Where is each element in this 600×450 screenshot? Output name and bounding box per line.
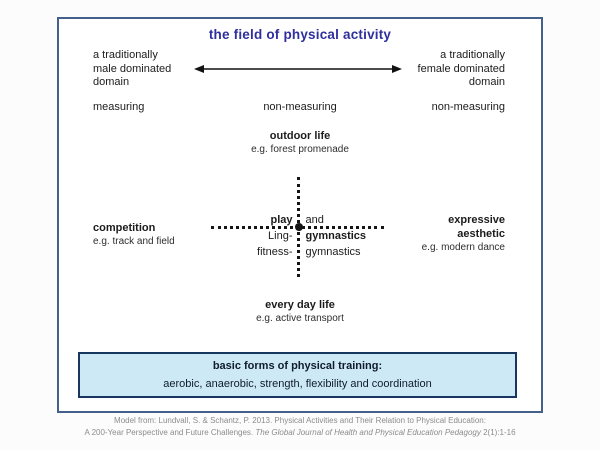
caption-journal-name: The Global Journal of Health and Physica… — [255, 427, 481, 437]
caption-line-2-prefix: A 200-Year Perspective and Future Challe… — [84, 427, 256, 437]
female-pole-line-3: domain — [468, 76, 505, 88]
diagram-title: the field of physical activity — [208, 27, 392, 42]
outdoor-life-example: e.g. forest promenade — [251, 144, 349, 155]
expressive-example: e.g. modern dance — [421, 242, 505, 253]
axis-intersection-dot — [295, 223, 303, 231]
expressive-label-line-1: expressive — [448, 214, 505, 226]
training-box-title: basic forms of physical training: — [212, 360, 383, 372]
male-pole-line-1: a traditionally — [93, 49, 158, 61]
competition-example: e.g. track and field — [93, 236, 175, 247]
training-box-content: aerobic, anaerobic, strength, flexibilit… — [163, 378, 432, 390]
and-label: and — [305, 214, 324, 226]
outdoor-life-label: outdoor life — [269, 130, 331, 142]
source-caption: Model from: Lundvall, S. & Schantz, P. 2… — [0, 415, 600, 438]
female-pole-line-2: female dominated — [417, 62, 505, 75]
male-pole-line-2: male dominated — [93, 62, 172, 75]
male-pole-line-3: domain — [93, 76, 130, 88]
expressive-label-line-2: aesthetic — [457, 228, 505, 240]
non-measuring-right-label: non-measuring — [431, 101, 505, 113]
fitness-gymnastics-label: gymnastics — [305, 246, 361, 258]
expressive-aesthetic-block: expressive aesthetic e.g. modern dance — [422, 213, 505, 255]
basic-training-box: basic forms of physical training: aerobi… — [78, 352, 517, 398]
competition-block: competition e.g. track and field — [93, 221, 175, 249]
ling-gymnastics-label: gymnastics — [305, 230, 367, 242]
everyday-life-block: every day life e.g. active transport — [59, 298, 541, 326]
everyday-life-label: every day life — [265, 299, 335, 311]
double-headed-arrow-icon — [194, 65, 402, 73]
competition-label: competition — [93, 222, 156, 234]
outdoor-life-block: outdoor life e.g. forest promenade — [59, 129, 541, 157]
female-dominated-pole: a traditionally female dominated domain — [418, 49, 505, 90]
caption-line-1: Model from: Lundvall, S. & Schantz, P. 2… — [114, 416, 486, 425]
male-dominated-pole: a traditionally male dominated domain — [93, 49, 171, 90]
caption-volume-pages: 2(1):1-16 — [480, 427, 516, 437]
fitness-label: fitness- — [257, 246, 293, 258]
ling-label: Ling- — [268, 230, 293, 242]
diagram-frame: the field of physical activity a traditi… — [57, 17, 543, 413]
play-label: play — [270, 214, 293, 226]
center-terms-group: play and Ling- gymnastics fitness- gymna… — [199, 212, 399, 260]
non-measuring-center-label: non-measuring — [263, 101, 337, 113]
everyday-life-example: e.g. active transport — [256, 313, 344, 324]
measuring-label: measuring — [93, 101, 145, 113]
female-pole-line-1: a traditionally — [440, 49, 505, 61]
caption-line-2: A 200-Year Perspective and Future Challe… — [0, 427, 600, 439]
